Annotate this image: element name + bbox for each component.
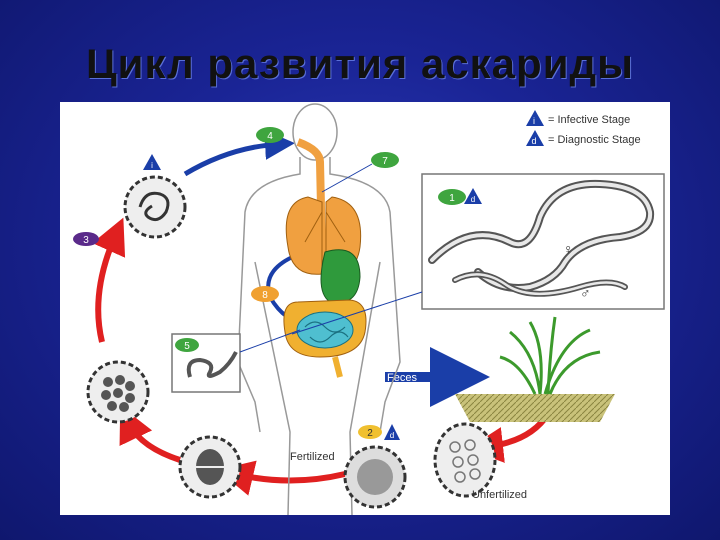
left-lung bbox=[285, 196, 323, 275]
cycle-arrow-twocell-to-morula bbox=[119, 405, 181, 463]
egg-fertilized bbox=[343, 445, 407, 509]
badge-step-4: 4 bbox=[256, 127, 284, 143]
legend: i = Infective Stage d = Diagnostic Stage bbox=[526, 110, 641, 146]
svg-text:4: 4 bbox=[267, 131, 273, 142]
svg-text:d: d bbox=[471, 195, 475, 204]
fertilized-label: Fertilized bbox=[290, 451, 335, 463]
svg-text:d: d bbox=[390, 431, 394, 440]
intestines bbox=[283, 299, 367, 378]
stomach bbox=[320, 249, 361, 304]
svg-text:3: 3 bbox=[83, 235, 89, 246]
svg-text:i: i bbox=[533, 116, 535, 126]
egg-unfertilized bbox=[433, 422, 497, 498]
badge-step-3: 3 bbox=[73, 232, 99, 246]
soil-and-grass bbox=[455, 316, 615, 422]
unfertilized-label: Unfertilized bbox=[472, 489, 527, 501]
cycle-arrow-3-to-egg bbox=[92, 217, 126, 343]
egg-embryonated-infective bbox=[123, 175, 187, 239]
egg-two-cell bbox=[178, 435, 242, 499]
svg-text:5: 5 bbox=[184, 341, 190, 352]
slide-title: Цикл развития аскариды bbox=[85, 40, 635, 87]
badge-step-5: 5 bbox=[175, 338, 199, 352]
female-symbol: ♀ bbox=[563, 241, 574, 257]
badge-step-7: 7 bbox=[371, 152, 399, 168]
badge-step-2: 2 d bbox=[358, 424, 400, 440]
badge-step-1: 1 d bbox=[438, 188, 482, 205]
svg-text:8: 8 bbox=[262, 290, 268, 301]
arrow-egg-to-mouth bbox=[183, 129, 295, 177]
svg-text:7: 7 bbox=[382, 156, 388, 167]
male-symbol: ♂ bbox=[580, 285, 591, 301]
svg-text:d: d bbox=[531, 136, 536, 146]
life-cycle-diagram: Feces ♀ ♂ i = Infective Stage d = Diagno… bbox=[60, 102, 670, 515]
svg-text:i: i bbox=[151, 161, 153, 170]
egg-morula bbox=[86, 360, 150, 424]
feces-label: Feces bbox=[387, 372, 417, 384]
badge-step-8: 8 bbox=[251, 286, 279, 302]
badge-infective-egg: i bbox=[143, 154, 161, 170]
cycle-arrow-fert-to-twocell bbox=[217, 460, 346, 496]
legend-diagnostic: = Diagnostic Stage bbox=[548, 134, 641, 146]
svg-text:1: 1 bbox=[449, 193, 455, 204]
legend-infective: = Infective Stage bbox=[548, 114, 630, 126]
svg-text:2: 2 bbox=[367, 428, 373, 439]
